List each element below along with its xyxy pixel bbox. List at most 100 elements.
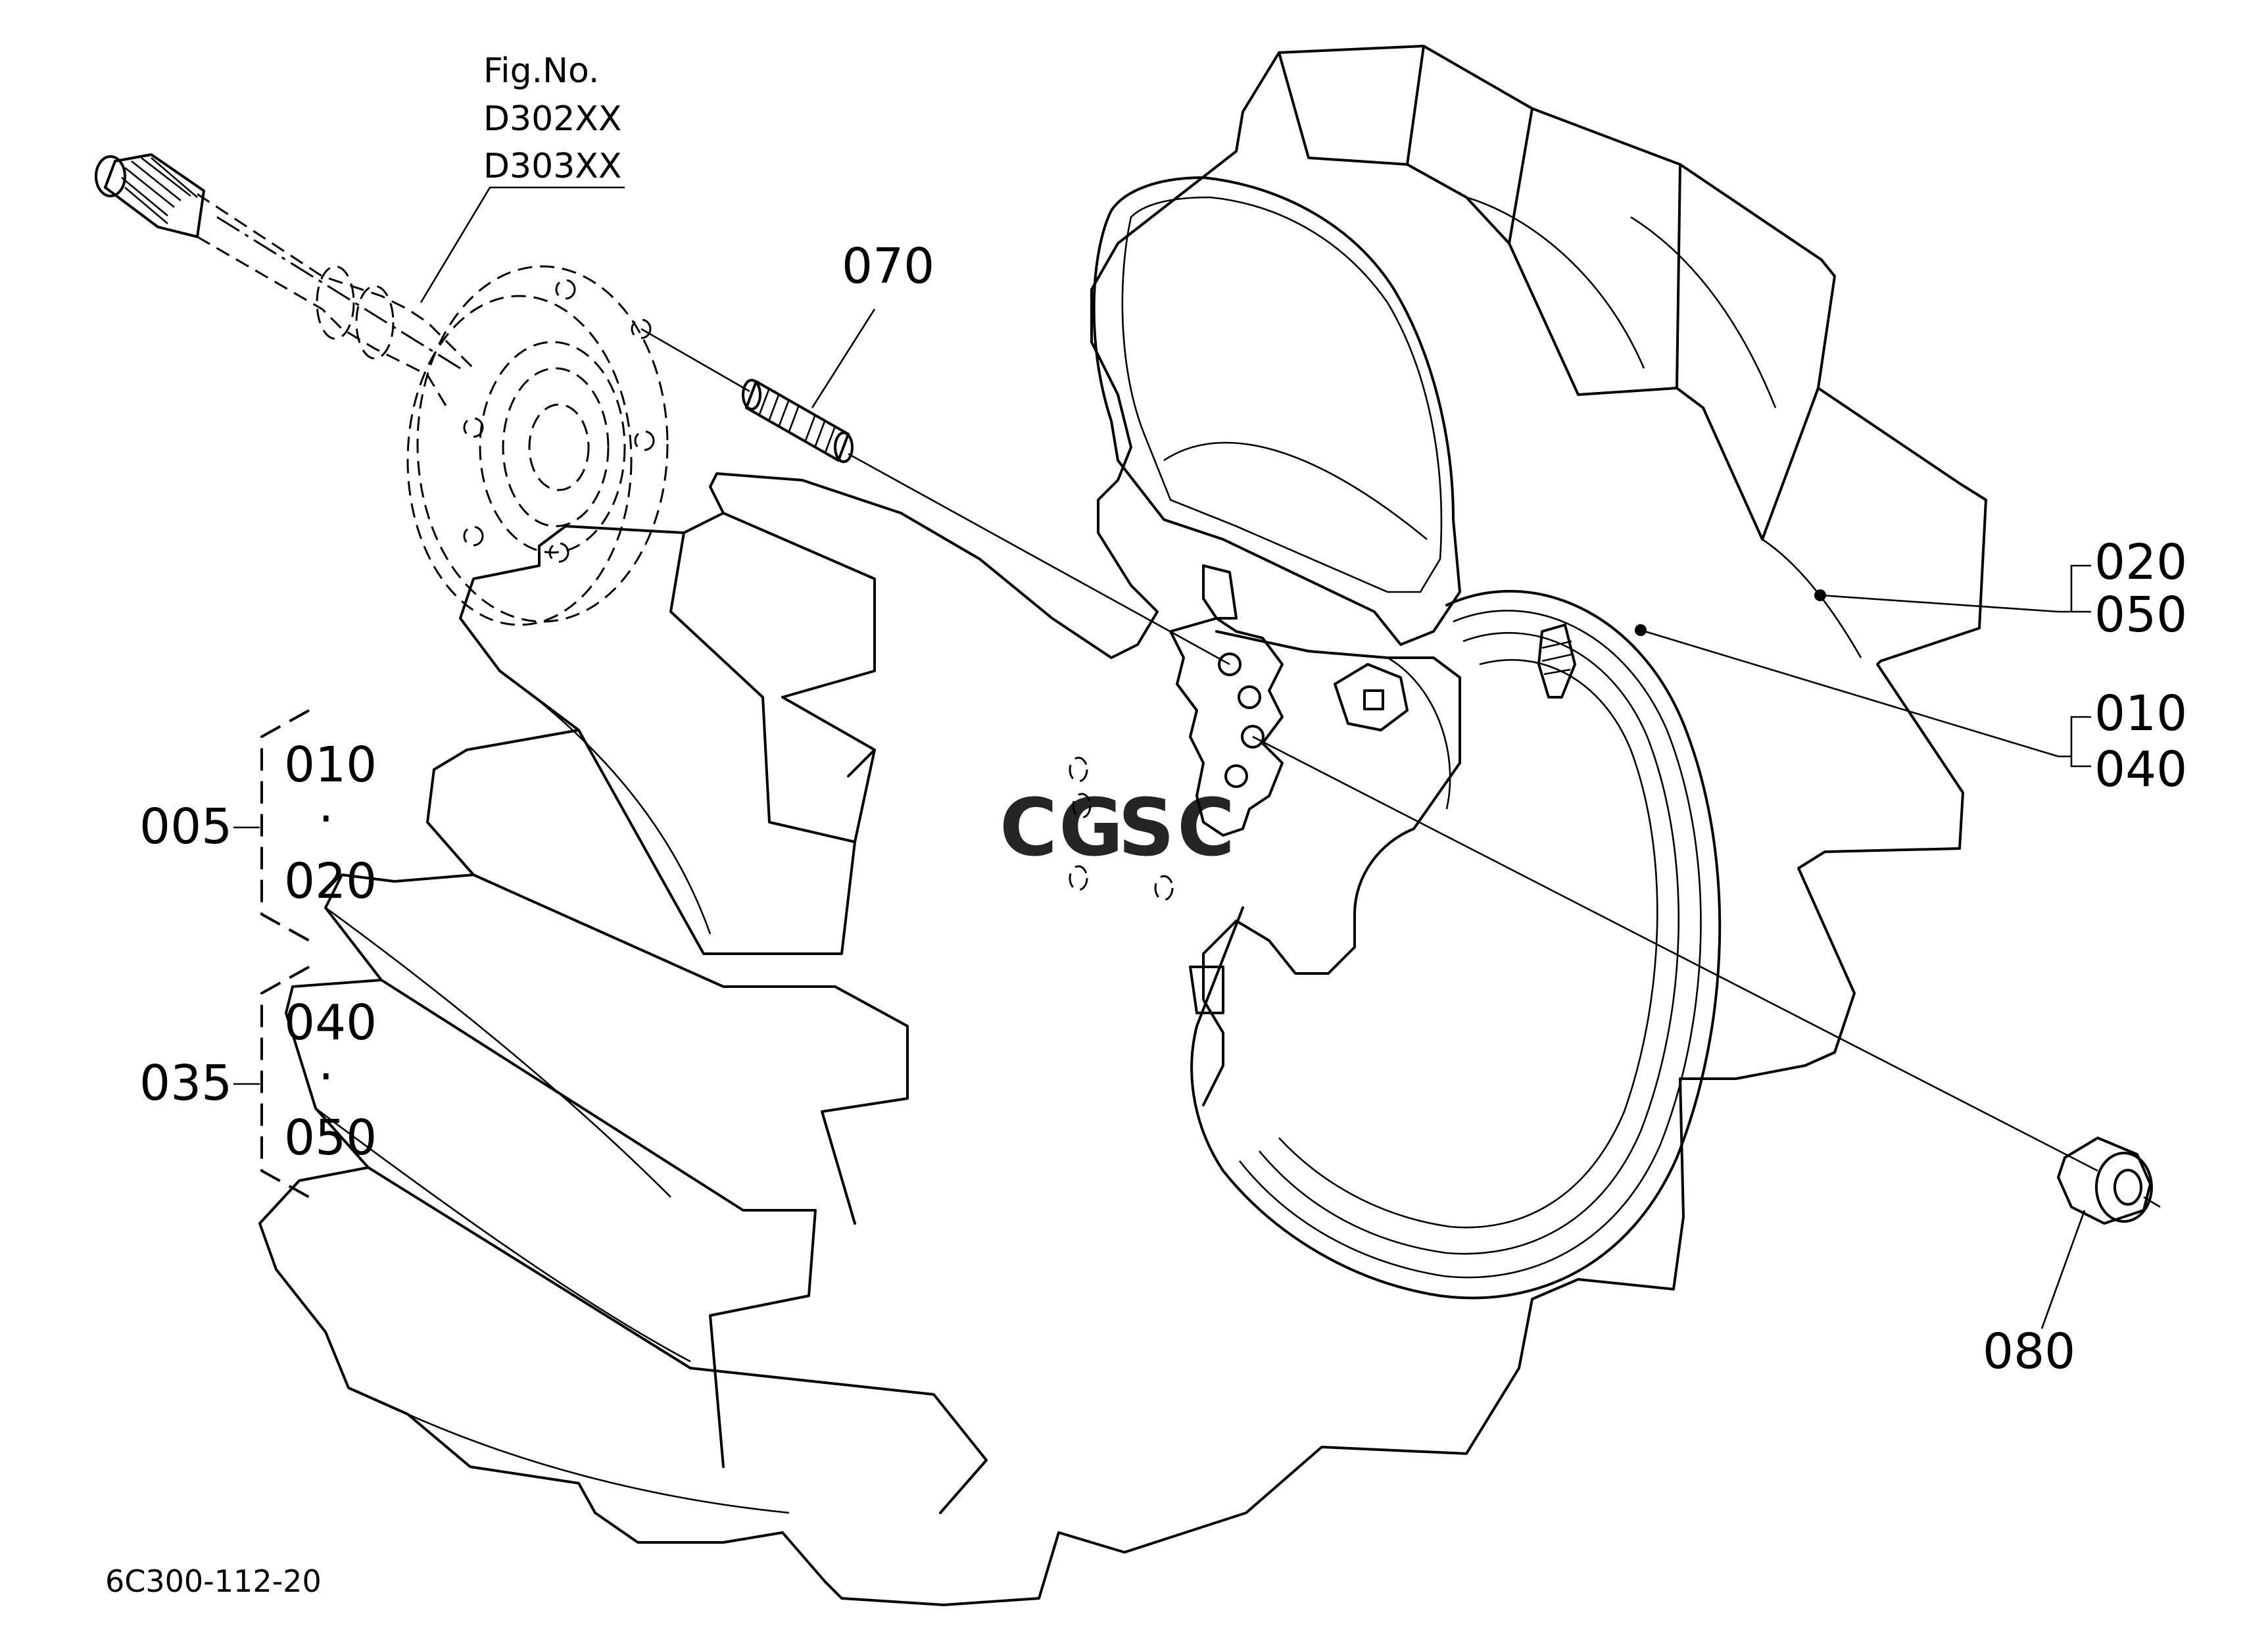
assembly-005-part-1: 010 bbox=[284, 737, 377, 793]
assembly-035-bracket bbox=[260, 966, 310, 1198]
tire-lug-shade-1 bbox=[1466, 196, 1645, 369]
axle-end-face bbox=[95, 155, 126, 197]
hidden-hole-1 bbox=[1069, 756, 1088, 783]
flange-hole-2 bbox=[631, 318, 652, 339]
line-stud-to-hub bbox=[848, 453, 1230, 666]
hub-bolt-hole-2 bbox=[1238, 685, 1261, 709]
hub-bolt-hole-4 bbox=[1224, 764, 1248, 788]
axle-flange-boss-2 bbox=[502, 367, 610, 528]
assembly-lines bbox=[640, 328, 2161, 1208]
stud-bolt-thread bbox=[758, 387, 836, 453]
tire-lug-shade-3 bbox=[1762, 538, 1862, 658]
tire-lug-face-2 bbox=[1406, 107, 1533, 245]
stud-bolt-end bbox=[742, 379, 761, 410]
axle-flange-back bbox=[406, 295, 633, 626]
valve-stem-thread bbox=[1541, 640, 1572, 676]
callout-070: 070 bbox=[842, 238, 934, 295]
axle-flange-boss bbox=[479, 341, 626, 554]
disc-valve-lug bbox=[1334, 663, 1409, 731]
watermark-c1: C bbox=[1000, 783, 1057, 874]
line-nut-out bbox=[2143, 1196, 2161, 1208]
stud-bolt-end-2 bbox=[834, 431, 854, 463]
drawing-code: 6C300-112-20 bbox=[105, 1563, 322, 1599]
rim-bead-cutaway-floor bbox=[1163, 441, 1428, 541]
rim-flange-ring-4 bbox=[1278, 659, 1658, 1229]
axle-centerline bbox=[216, 216, 461, 370]
flange-hole-6 bbox=[463, 417, 484, 438]
assembly-035-id: 035 bbox=[139, 1055, 232, 1112]
tire-lug-face-left-2 bbox=[669, 531, 876, 843]
leader-fig bbox=[420, 186, 625, 303]
fig-code-1: D302XX bbox=[483, 99, 622, 139]
leader-lines bbox=[420, 186, 2091, 1329]
axle-collar-1 bbox=[316, 265, 355, 340]
wheel-disc-edge bbox=[1387, 656, 1451, 810]
tire-lug-shade-left-3 bbox=[315, 1107, 691, 1363]
line-flange-to-stud bbox=[640, 328, 750, 393]
tire-lug-face-left-6 bbox=[367, 1166, 988, 1514]
rim-bead-cutaway-inner bbox=[1121, 196, 1443, 593]
wheel-nut bbox=[2057, 1137, 2153, 1225]
watermark-s: S bbox=[1118, 783, 1174, 874]
tire-lug-face-left-4 bbox=[472, 873, 909, 1225]
callout-050: 050 bbox=[2094, 587, 2187, 643]
callout-080: 080 bbox=[1983, 1323, 2075, 1380]
callout-020: 020 bbox=[2094, 534, 2187, 591]
leader-020-050 bbox=[1820, 594, 2059, 613]
nut-face bbox=[2095, 1152, 2153, 1223]
fig-code-2: D303XX bbox=[483, 147, 622, 186]
assembly-035-part-2: 050 bbox=[284, 1110, 377, 1166]
leader-dot-010-040 bbox=[1635, 624, 1647, 636]
tire-outer-lugs bbox=[258, 45, 1987, 1606]
tire-lug-face-3 bbox=[1508, 163, 1681, 396]
leader-070 bbox=[811, 308, 876, 408]
wheel-disc bbox=[1202, 630, 1461, 1106]
assembly-035-part-1: 040 bbox=[284, 995, 377, 1051]
tire-lug-shade-left-1 bbox=[499, 670, 712, 935]
rim-flange-ring-3 bbox=[1259, 631, 1680, 1255]
leader-dot-020-050 bbox=[1814, 589, 1826, 601]
flange-hole-5 bbox=[463, 526, 484, 547]
hidden-hole-2 bbox=[1072, 793, 1092, 819]
flange-hole-1 bbox=[555, 279, 576, 300]
tire-lug-face-4 bbox=[1676, 387, 1820, 541]
bracket-020-050 bbox=[2058, 564, 2091, 613]
callout-040: 040 bbox=[2094, 741, 2187, 798]
axle-collar-2 bbox=[355, 285, 395, 360]
assembly-005-part-2: 020 bbox=[284, 853, 377, 910]
hub-bolt-hole-1 bbox=[1218, 652, 1242, 676]
valve-hole bbox=[1363, 689, 1384, 710]
tire-lug-shade-left-4 bbox=[407, 1413, 790, 1514]
axle-shaft bbox=[197, 193, 475, 408]
wheel-rim bbox=[1092, 176, 1722, 1300]
leader-010-040 bbox=[1640, 629, 2059, 758]
callout-010: 010 bbox=[2094, 685, 2187, 742]
valve-stem bbox=[1537, 624, 1576, 699]
hub-plate bbox=[1169, 617, 1284, 837]
leader-080 bbox=[2040, 1210, 2086, 1329]
hidden-hole-4 bbox=[1154, 875, 1174, 901]
watermark: C G S C bbox=[1000, 783, 1235, 874]
assembly-005-bracket bbox=[260, 709, 310, 942]
tire-lug-shade-2 bbox=[1630, 216, 1777, 408]
axle-flange-bore bbox=[528, 403, 590, 491]
stud-bolt bbox=[742, 379, 854, 463]
rim-flange-ring-2 bbox=[1238, 610, 1702, 1279]
hub-plate-tab bbox=[1202, 564, 1238, 620]
assembly-005-id: 005 bbox=[139, 799, 232, 855]
labels: Fig.No. D302XX D303XX 070 020 050 010 04… bbox=[105, 51, 2187, 1599]
hidden-hole-3 bbox=[1069, 865, 1088, 891]
flange-hole-4 bbox=[548, 542, 569, 563]
watermark-c2: C bbox=[1177, 783, 1235, 874]
tire-lug-face-left-3 bbox=[577, 729, 856, 955]
axle-assembly bbox=[95, 153, 669, 626]
line-hub-to-nut bbox=[1252, 735, 2098, 1172]
disc-lower-slot bbox=[1189, 966, 1224, 1014]
watermark-g: G bbox=[1059, 783, 1124, 874]
flange-hole-3 bbox=[634, 430, 655, 451]
tire bbox=[258, 45, 1987, 1606]
rim-flange-outer bbox=[1190, 589, 1722, 1300]
assembly-035-sep: · bbox=[318, 1048, 334, 1105]
tire-lug-shade-left-2 bbox=[325, 906, 671, 1198]
